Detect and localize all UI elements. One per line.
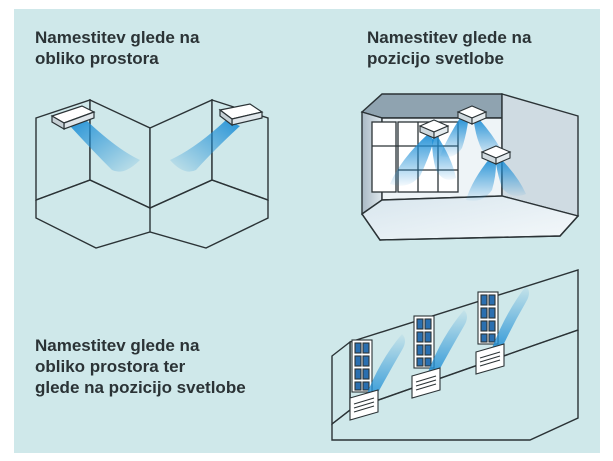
ceiling-unit-2c-icon — [480, 145, 512, 165]
window-c — [477, 291, 499, 345]
floor-unit-a-icon — [349, 389, 379, 421]
floor-unit-b-icon — [411, 367, 441, 399]
window-a — [351, 339, 373, 393]
ceiling-unit-2a-icon — [418, 119, 450, 139]
label-light-position: Namestitev glede na pozicijo svetlobe — [367, 28, 532, 68]
ceiling-unit-2b-icon — [456, 105, 488, 125]
airflow-left — [70, 120, 140, 172]
ceiling-unit-right-icon — [218, 103, 264, 127]
ceiling-unit-left-icon — [50, 105, 96, 131]
label-room-shape: Namestitev glede na obliko prostora — [35, 28, 200, 68]
wall-windows — [351, 291, 499, 393]
airflow-right — [170, 120, 240, 172]
airflow-3 — [366, 286, 529, 400]
floor-units — [349, 343, 505, 421]
window-b — [413, 315, 435, 369]
airflow-2 — [390, 118, 526, 201]
floor-unit-c-icon — [475, 343, 505, 375]
label-shape-and-light: Namestitev glede na obliko prostora ter … — [35, 336, 246, 397]
